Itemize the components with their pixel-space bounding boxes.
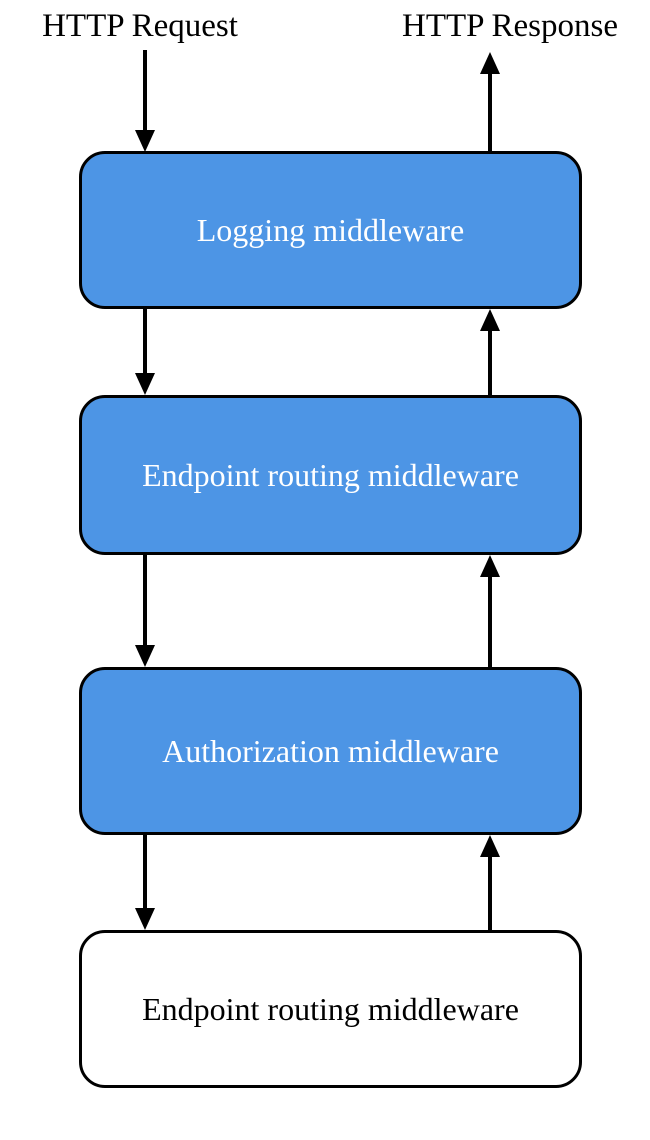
arrow-down-icon [135,645,155,667]
node-authorization-middleware: Authorization middleware [79,667,582,835]
http-request-label: HTTP Request [42,8,238,44]
node-logging-middleware: Logging middleware [79,151,582,309]
arrow-down-1-line [143,309,147,375]
arrow-up-1-line [488,329,492,395]
arrow-down-icon [135,908,155,930]
arrow-up-3-line [488,855,492,930]
node-endpoint-routing-middleware: Endpoint routing middleware [79,395,582,555]
arrow-up-icon [480,52,500,74]
arrow-up-2-line [488,575,492,667]
http-response-label: HTTP Response [401,8,619,44]
arrow-down-icon [135,373,155,395]
node-endpoint-routing-middleware-label: Endpoint routing middleware [142,456,519,493]
node-authorization-middleware-label: Authorization middleware [162,732,499,769]
arrow-down-icon [135,130,155,152]
arrow-down-2-line [143,555,147,646]
node-endpoint-routing-middleware-terminal-label: Endpoint routing middleware [142,990,519,1027]
node-logging-middleware-label: Logging middleware [196,211,465,248]
arrow-up-icon [480,835,500,857]
node-endpoint-routing-middleware-terminal: Endpoint routing middleware [79,930,582,1088]
arrow-down-3-line [143,835,147,910]
arrow-response-out-line [488,72,492,151]
arrow-request-in-line [143,50,147,132]
arrow-up-icon [480,309,500,331]
arrow-up-icon [480,555,500,577]
